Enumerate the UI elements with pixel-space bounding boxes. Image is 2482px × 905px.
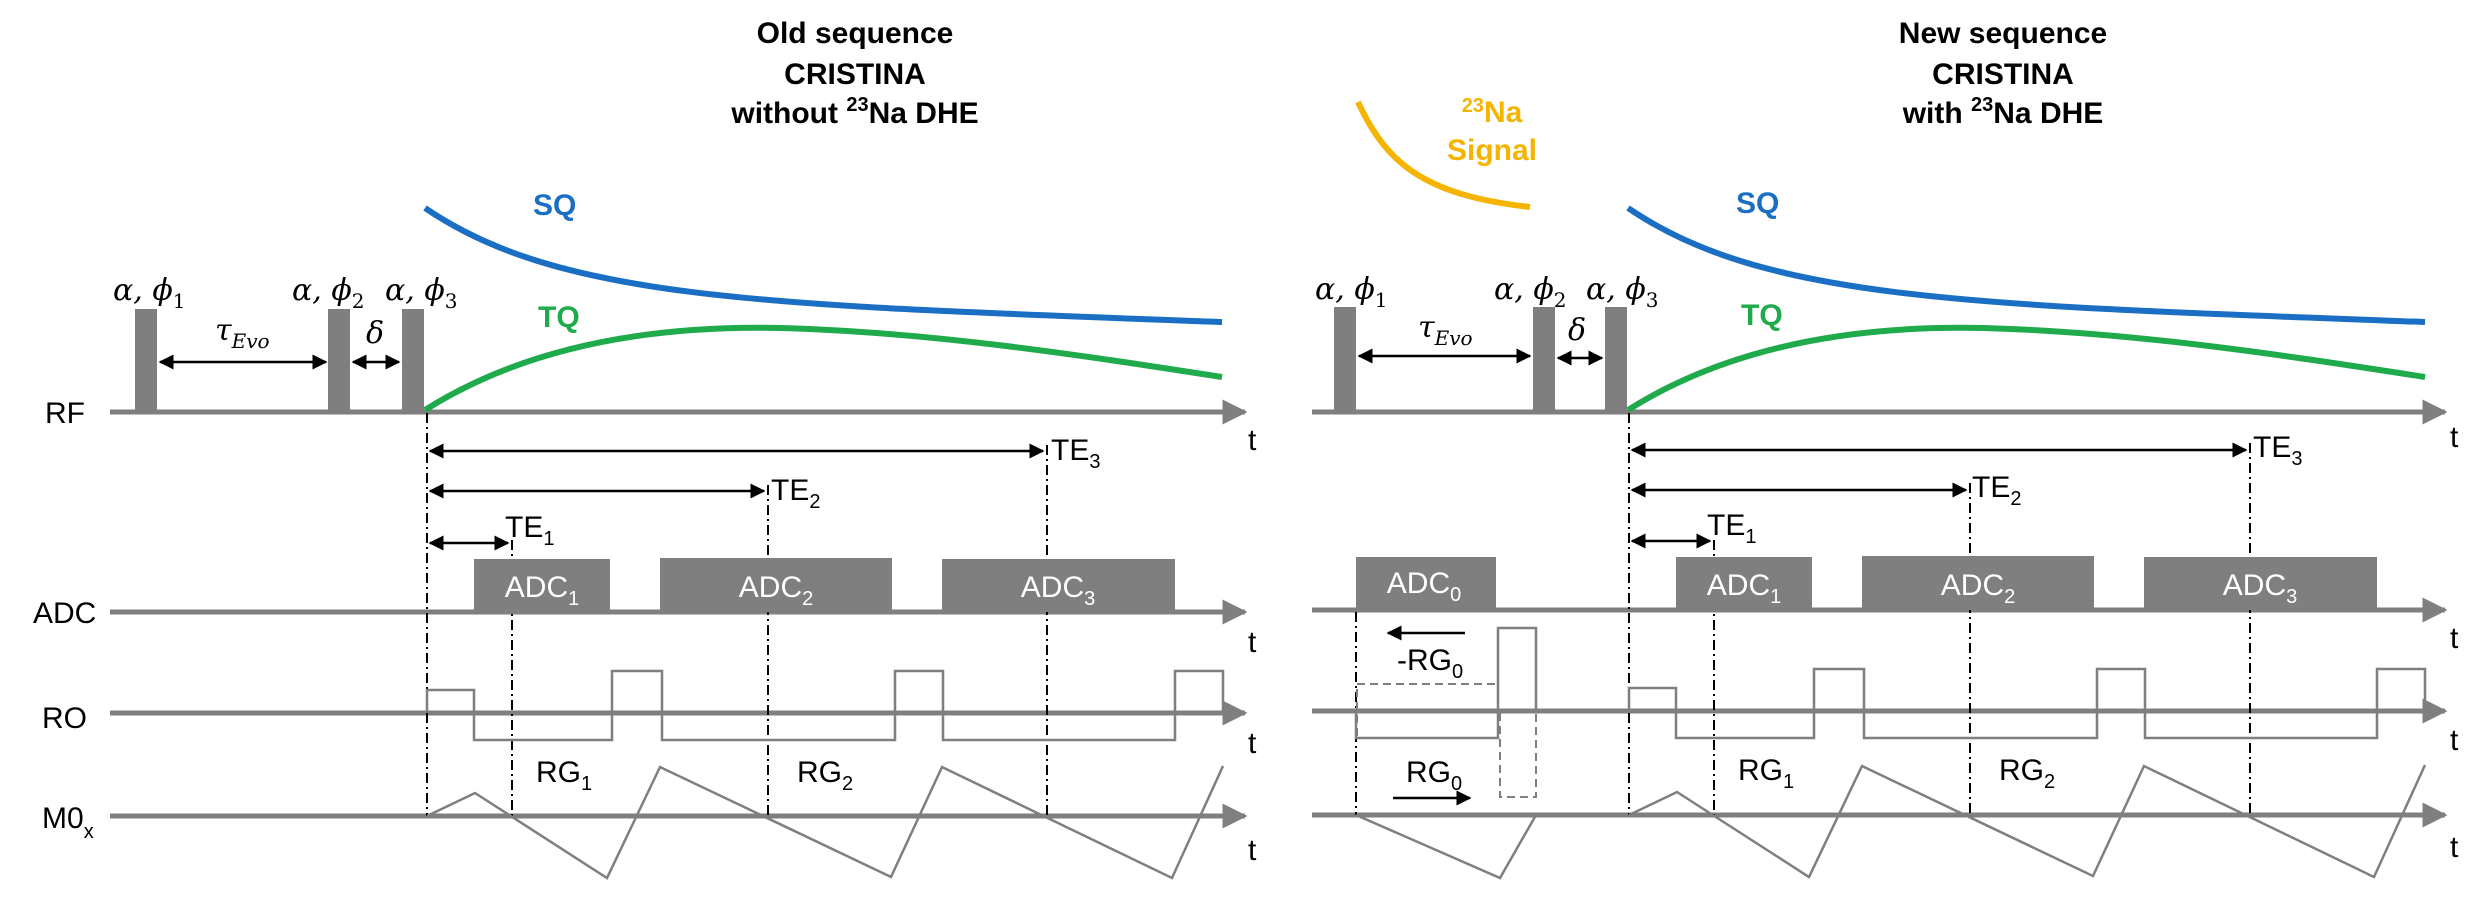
right-ro-t: t xyxy=(2450,724,2459,757)
left-title-line1: Old sequence xyxy=(757,17,954,50)
left-rg1-label: RG1 xyxy=(536,756,592,795)
left-panel: Old sequence CRISTINA without 23Na DHE t… xyxy=(110,17,1257,880)
right-title-line2: CRISTINA xyxy=(1932,58,2074,91)
right-te2-label: TE2 xyxy=(1972,471,2021,510)
left-pulse-label-1: α, ϕ1 xyxy=(113,273,186,313)
right-tq-label: TQ xyxy=(1741,299,1783,332)
right-rf-t: t xyxy=(2450,421,2459,454)
right-rg0-label: RG0 xyxy=(1406,756,1462,795)
right-title-line1: New sequence xyxy=(1899,17,2107,50)
na-signal-label-1: 23Na xyxy=(1462,95,1523,129)
left-pulse-label-3: α, ϕ3 xyxy=(385,273,458,313)
right-tau-label: τEvo xyxy=(1418,310,1473,350)
m0x-base: M0 xyxy=(42,802,84,835)
row-label-m0x: M0x xyxy=(42,802,94,843)
left-m0x-t: t xyxy=(1248,834,1257,867)
right-m0x-t: t xyxy=(2450,831,2459,864)
left-ro-t: t xyxy=(1248,727,1257,760)
right-adc-block-2 xyxy=(1862,556,2094,610)
right-panel: New sequence CRISTINA with 23Na DHE 23Na… xyxy=(1312,17,2459,880)
left-rf-pulse-3 xyxy=(402,309,424,412)
right-m0x-waveform xyxy=(1628,764,2427,879)
row-labels: RF ADC RO M0x xyxy=(33,397,96,843)
left-title-line3: without 23Na DHE xyxy=(730,94,978,130)
na-signal-curve xyxy=(1355,100,1531,210)
left-rg2-label: RG2 xyxy=(797,756,853,795)
right-rf-pulse-3 xyxy=(1605,307,1627,412)
right-rf-pulse-1 xyxy=(1334,307,1356,412)
left-rf-t: t xyxy=(1248,424,1257,457)
right-adc-t: t xyxy=(2450,622,2459,655)
left-adc-block-1 xyxy=(474,559,610,612)
right-te1-label: TE1 xyxy=(1707,509,1756,548)
left-adc-label-3: ADC3 xyxy=(1021,571,1095,610)
left-tq-curve xyxy=(423,324,1223,413)
right-title3-pre: with xyxy=(1902,97,1971,130)
left-te1-label: TE1 xyxy=(505,511,554,550)
right-pulse-label-3: α, ϕ3 xyxy=(1586,272,1659,312)
right-title3-sup: 23 xyxy=(1971,94,1993,116)
right-rg1-label: RG1 xyxy=(1738,754,1794,793)
left-rf-pulse-2 xyxy=(328,309,350,412)
left-title3-post: Na DHE xyxy=(869,97,979,130)
right-pulse-label-2: α, ϕ2 xyxy=(1494,272,1567,312)
row-label-rf: RF xyxy=(45,397,85,430)
left-ro-waveform xyxy=(425,669,1225,742)
left-title3-sup: 23 xyxy=(846,94,868,116)
left-adc-label-1: ADC1 xyxy=(505,571,579,610)
right-sq-label: SQ xyxy=(1736,187,1779,220)
right-ro-dashed-rewinder xyxy=(1499,710,1537,798)
row-label-adc: ADC xyxy=(33,597,96,630)
right-ro-prephase xyxy=(1354,626,1538,740)
m0x-sub: x xyxy=(84,821,94,843)
left-te3-label: TE3 xyxy=(1051,434,1100,473)
left-title3-pre: without xyxy=(730,97,846,130)
right-adc-block-1 xyxy=(1676,557,1812,610)
right-rf-pulse-2 xyxy=(1533,307,1555,412)
right-delta-label: δ xyxy=(1568,313,1586,348)
right-tq-curve xyxy=(1626,324,2426,413)
left-sq-label: SQ xyxy=(533,189,576,222)
left-tq-label: TQ xyxy=(538,301,580,334)
left-adc-block-3 xyxy=(942,559,1175,612)
left-m0x-waveform xyxy=(426,765,1225,880)
left-title-line2: CRISTINA xyxy=(784,58,926,91)
right-rg2-label: RG2 xyxy=(1999,754,2055,793)
right-m0x-prephase xyxy=(1355,813,1538,880)
right-title-line3: with 23Na DHE xyxy=(1902,94,2104,130)
right-adc-label-2: ADC2 xyxy=(1941,569,2015,608)
right-title3-post: Na DHE xyxy=(1993,97,2103,130)
left-adc-label-2: ADC2 xyxy=(739,571,813,610)
left-rf-pulse-1 xyxy=(135,309,157,412)
right-adc-label-0: ADC0 xyxy=(1387,567,1461,606)
left-sq-curve xyxy=(423,205,1223,325)
left-pulse-label-2: α, ϕ2 xyxy=(292,273,365,313)
na-signal-label-2: Signal xyxy=(1447,134,1537,167)
right-adc-label-1: ADC1 xyxy=(1707,569,1781,608)
right-pulse-label-1: α, ϕ1 xyxy=(1315,272,1388,312)
left-adc-t: t xyxy=(1248,626,1257,659)
right-ro-waveform xyxy=(1627,667,2427,740)
right-adc-block-3 xyxy=(2144,557,2377,610)
right-sq-curve xyxy=(1626,205,2426,325)
left-te2-label: TE2 xyxy=(771,474,820,513)
row-label-ro: RO xyxy=(42,702,87,735)
left-delta-label: δ xyxy=(366,316,384,351)
right-neg-rg0-label: -RG0 xyxy=(1397,644,1463,683)
right-adc-label-3: ADC3 xyxy=(2223,569,2297,608)
right-adc-block-0 xyxy=(1356,557,1496,610)
left-adc-block-2 xyxy=(660,558,892,612)
left-tau-label: τEvo xyxy=(215,313,270,353)
right-te3-label: TE3 xyxy=(2253,431,2302,470)
